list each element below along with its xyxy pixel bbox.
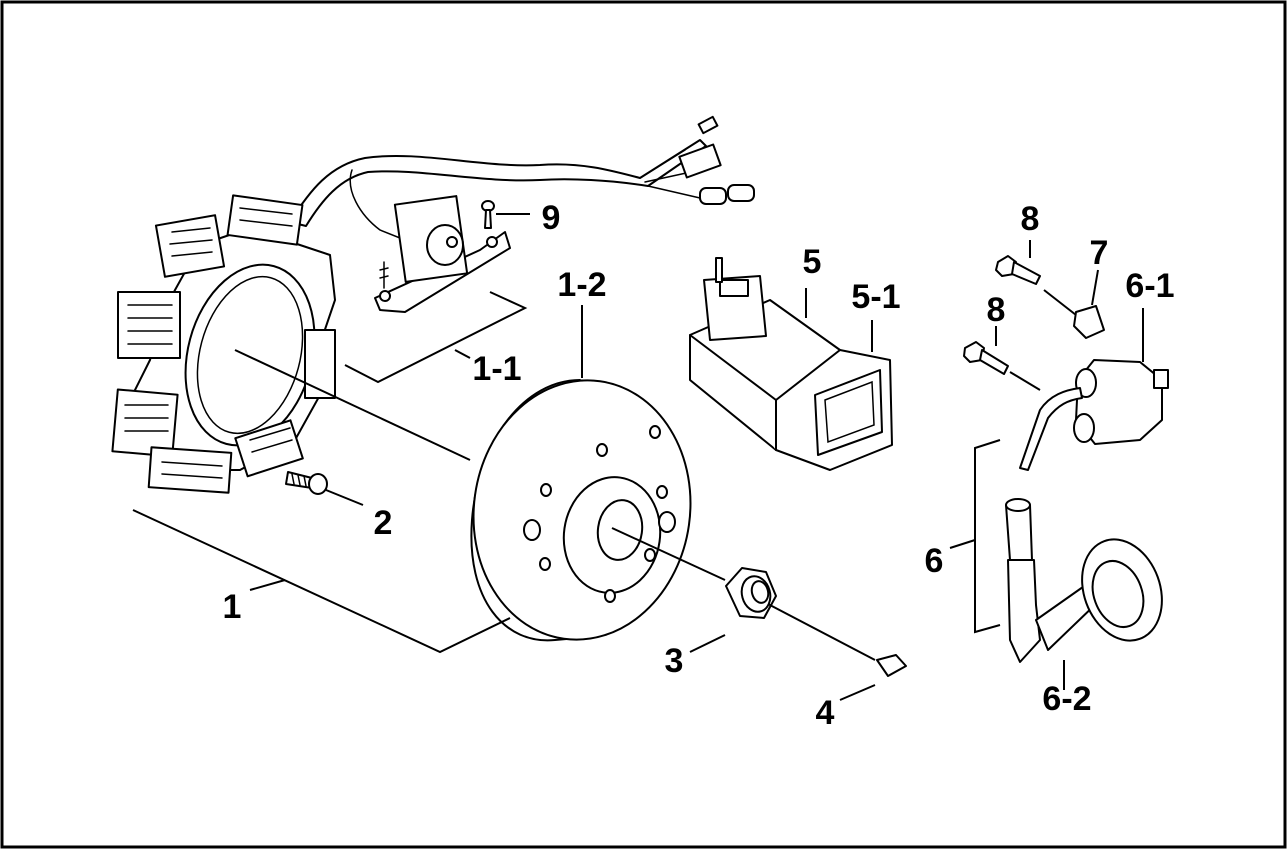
- callout-5-1: 5-1: [851, 278, 900, 316]
- leader-2: [325, 489, 364, 506]
- callout-6-1: 6-1: [1125, 267, 1174, 305]
- pulser-wire: [349, 169, 406, 241]
- leader-6: [949, 539, 976, 549]
- callout-9: 9: [542, 199, 561, 237]
- coil-right: [304, 329, 336, 399]
- callout-1-1: 1-1: [472, 350, 521, 388]
- leader-shaft-3: [611, 527, 726, 581]
- high-tension-lead-lower: [1005, 504, 1033, 561]
- stator-coils: [111, 194, 336, 494]
- pulser-mount-hole-right: [486, 236, 498, 248]
- coil-top-left: [154, 214, 226, 278]
- leader-1-1: [454, 349, 471, 359]
- connector-plug: [678, 143, 722, 179]
- wire-harness: [289, 139, 707, 227]
- plug-cap-neck: [1007, 559, 1041, 663]
- coil-mount-ear-lower: [1073, 413, 1095, 443]
- bolt-upper: [995, 255, 1041, 285]
- callout-1-2: 1-2: [557, 266, 606, 304]
- bolt-lower: [963, 341, 1009, 375]
- callout-1: 1: [223, 588, 242, 626]
- callout-5: 5: [803, 243, 822, 281]
- bolt-lower-shank: [979, 349, 1009, 375]
- callout-labels: 1 1-1 1-2 2 3 4 5 5-1 6 6-1 6-2 7 8 8 9: [223, 199, 1175, 732]
- leader-3: [689, 634, 726, 653]
- stator-assembly: [111, 115, 755, 495]
- coil-terminal: [1153, 369, 1169, 389]
- callout-6-2: 6-2: [1042, 680, 1091, 718]
- leader-lines: [132, 213, 1144, 701]
- screw-thread: [291, 473, 307, 487]
- callout-2: 2: [374, 504, 393, 542]
- screw-9-shank: [484, 209, 492, 229]
- leader-1-stator: [234, 349, 471, 461]
- pulser-coil: [374, 195, 511, 313]
- pulser-screw-left: [379, 261, 389, 289]
- cdi-boot-inner: [824, 380, 875, 444]
- cdi-boot-opening: [814, 369, 883, 456]
- ignition-coil-assembly: [963, 255, 1169, 663]
- screw-head: [308, 473, 328, 495]
- plug-cap-boot-inner: [1091, 560, 1145, 628]
- coil-bottom: [147, 446, 233, 494]
- pulser-core: [426, 224, 464, 266]
- coil-winding-lines: [124, 207, 293, 479]
- pulser-core-hole: [446, 236, 458, 248]
- stator-screw: [285, 471, 328, 495]
- high-tension-lead-upper: [1019, 387, 1083, 471]
- leader-1-1-bracket: [344, 291, 528, 384]
- cdi-terminal-pin: [715, 257, 723, 283]
- callout-4: 4: [816, 694, 835, 732]
- coil-lower-right: [234, 419, 304, 478]
- lead-end: [1005, 498, 1031, 512]
- pulser-screw: [481, 200, 495, 229]
- cdi-unit: [689, 257, 893, 471]
- leader-shaft-4: [767, 603, 876, 661]
- callout-7: 7: [1090, 234, 1109, 272]
- coil-left: [117, 291, 181, 359]
- pulser-mount-hole-left: [379, 290, 391, 302]
- coil-lower-left: [111, 388, 179, 458]
- bullet-connector-a: [699, 187, 727, 205]
- leader-6-bracket: [974, 439, 1001, 634]
- flywheel-holes: [523, 425, 676, 603]
- callout-8-lower: 8: [987, 291, 1006, 329]
- nut-bore: [750, 580, 770, 604]
- callout-6: 6: [925, 542, 944, 580]
- coil-top: [226, 194, 304, 246]
- cdi-terminal-slot: [719, 279, 749, 297]
- stator-bore-inner: [196, 275, 304, 435]
- leader-4: [839, 684, 876, 701]
- flywheel: [470, 379, 692, 642]
- callout-8-upper: 8: [1021, 200, 1040, 238]
- flywheel-bore: [596, 499, 644, 561]
- leader-7: [1091, 269, 1099, 306]
- bolt-upper-shank: [1011, 261, 1041, 285]
- callout-3: 3: [665, 642, 684, 680]
- ground-clip: [1073, 305, 1105, 339]
- bullet-connector-b: [727, 184, 755, 202]
- flywheel-nut: [725, 567, 777, 619]
- woodruff-key: [876, 654, 907, 677]
- leader-8-lower-shaft: [1009, 371, 1041, 391]
- leader-1: [249, 579, 286, 591]
- leader-1-bracket: [132, 509, 511, 654]
- wire-terminal: [697, 115, 719, 135]
- leader-8-upper-shaft: [1043, 289, 1077, 316]
